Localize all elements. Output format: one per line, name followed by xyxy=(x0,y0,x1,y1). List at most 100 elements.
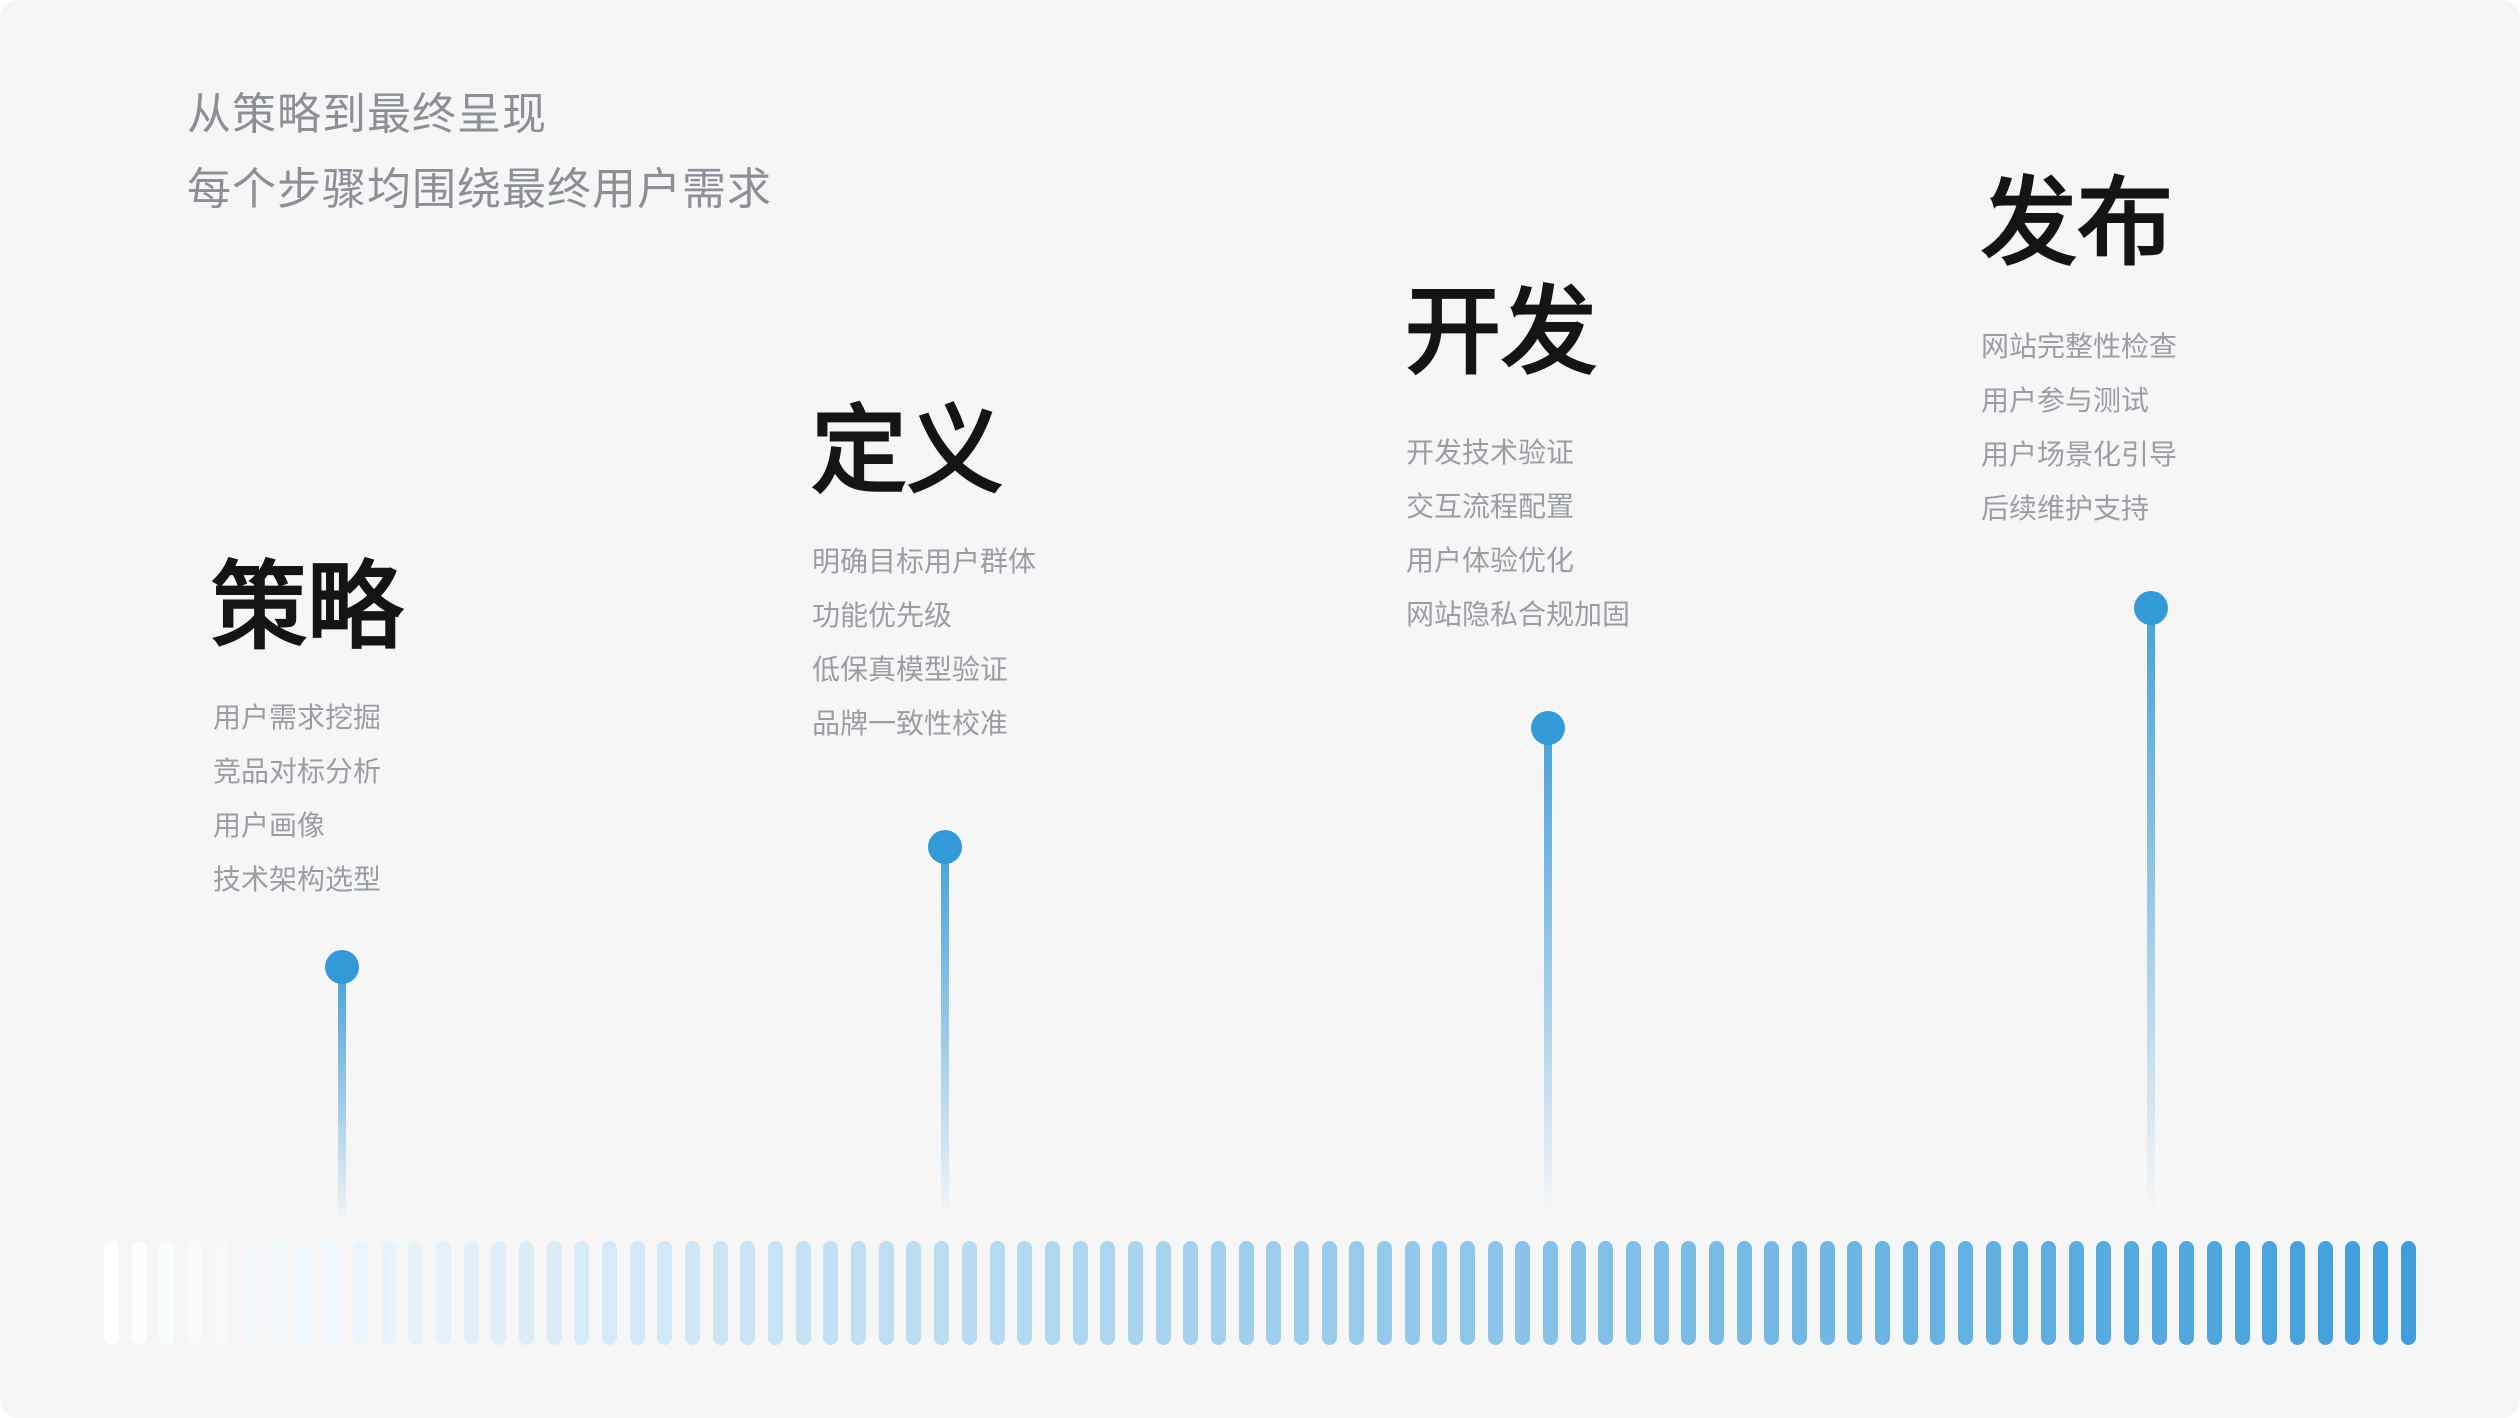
timeline-bar xyxy=(519,1241,535,1345)
timeline-bar xyxy=(906,1241,922,1345)
timeline-bar xyxy=(380,1241,396,1345)
stage-list-strategy: 用户需求挖掘 竞品对标分析 用户画像 技术架构选型 xyxy=(213,691,381,907)
milestone-dot-define xyxy=(928,830,962,864)
timeline-bar xyxy=(270,1241,286,1345)
stage-item: 功能优先级 xyxy=(812,600,953,631)
milestone-stem-develop xyxy=(1544,728,1552,1235)
timeline-bar xyxy=(657,1241,673,1345)
timeline-bar xyxy=(491,1241,507,1345)
timeline-bar xyxy=(989,1241,1005,1345)
timeline-bar xyxy=(2207,1241,2223,1345)
timeline-bar xyxy=(851,1241,867,1345)
stage-title-define: 定义 xyxy=(811,398,1003,505)
timeline-bar xyxy=(574,1241,590,1345)
timeline-bar xyxy=(2096,1241,2112,1345)
stage-item: 用户体验优化 xyxy=(1406,545,1575,576)
stage-item: 竞品对标分析 xyxy=(213,756,382,787)
timeline-bar xyxy=(1155,1241,1171,1345)
timeline-bar xyxy=(104,1241,119,1345)
timeline-bar xyxy=(1764,1241,1780,1345)
timeline-bar xyxy=(629,1241,645,1345)
timeline-bar xyxy=(961,1241,977,1345)
page-title-line1: 从策略到最终呈现 xyxy=(187,90,547,139)
timeline-bar xyxy=(1708,1241,1724,1345)
timeline-bar xyxy=(795,1241,811,1345)
stage-title-develop: 开发 xyxy=(1405,279,1597,386)
stage-item: 网站隐私合规加固 xyxy=(1406,599,1631,630)
timeline-bar xyxy=(1072,1241,1088,1345)
timeline-bar xyxy=(878,1241,894,1345)
milestone-stem-launch xyxy=(2147,608,2155,1235)
timeline-bar xyxy=(1791,1241,1807,1345)
timeline-bar xyxy=(1736,1241,1752,1345)
timeline-bar xyxy=(546,1241,562,1345)
stage-item: 用户需求挖掘 xyxy=(213,702,382,733)
timeline-bar xyxy=(1570,1241,1586,1345)
stage-item: 低保真模型验证 xyxy=(812,654,1009,685)
timeline-bar xyxy=(1542,1241,1558,1345)
stage-item: 用户画像 xyxy=(213,810,326,841)
timeline-bar xyxy=(1819,1241,1835,1345)
timeline-bar xyxy=(214,1241,230,1345)
timeline-bar xyxy=(1653,1241,1669,1345)
milestone-dot-develop xyxy=(1531,711,1565,745)
timeline-bar xyxy=(408,1241,424,1345)
timeline-bar xyxy=(1432,1241,1448,1345)
stage-item: 技术架构选型 xyxy=(213,864,382,895)
page-title-line2: 每个步骤均围绕最终用户需求 xyxy=(187,165,772,214)
timeline-bar xyxy=(602,1241,618,1345)
timeline-bar xyxy=(1958,1241,1974,1345)
timeline-bar xyxy=(1515,1241,1531,1345)
milestone-dot-strategy xyxy=(325,950,359,984)
timeline-bar xyxy=(1321,1241,1337,1345)
timeline-bar-strip xyxy=(104,1241,2416,1345)
timeline-bar xyxy=(2234,1241,2250,1345)
milestone-stem-define xyxy=(941,847,949,1235)
timeline-bar xyxy=(1598,1241,1614,1345)
timeline-bar xyxy=(2290,1241,2306,1345)
timeline-bar xyxy=(2124,1241,2140,1345)
timeline-bar xyxy=(1487,1241,1503,1345)
stage-item: 后续维护支持 xyxy=(1981,493,2150,524)
timeline-bar xyxy=(436,1241,452,1345)
timeline-bar xyxy=(1238,1241,1254,1345)
timeline-bar xyxy=(1625,1241,1641,1345)
stage-item: 网站完整性检查 xyxy=(1981,331,2178,362)
timeline-bar xyxy=(1127,1241,1143,1345)
timeline-bar xyxy=(159,1241,175,1345)
timeline-bar xyxy=(712,1241,728,1345)
timeline-bar xyxy=(1404,1241,1420,1345)
timeline-bar xyxy=(131,1241,147,1345)
timeline-bar xyxy=(2345,1241,2361,1345)
timeline-bar xyxy=(2400,1241,2416,1345)
timeline-bar xyxy=(187,1241,203,1345)
timeline-bar xyxy=(2041,1241,2057,1345)
stage-item: 品牌一致性校准 xyxy=(812,708,1009,739)
stage-item: 用户参与测试 xyxy=(1981,385,2150,416)
timeline-bar xyxy=(463,1241,479,1345)
milestone-stem-strategy xyxy=(338,967,346,1235)
timeline-bar xyxy=(740,1241,756,1345)
page-title: 从策略到最终呈现每个步骤均围绕最终用户需求 xyxy=(187,77,772,227)
timeline-bar xyxy=(1930,1241,1946,1345)
timeline-bar xyxy=(685,1241,701,1345)
timeline-bar xyxy=(242,1241,258,1345)
timeline-bar xyxy=(1349,1241,1365,1345)
stage-title-strategy: 策略 xyxy=(211,554,403,661)
timeline-bar xyxy=(1376,1241,1392,1345)
timeline-bar xyxy=(325,1241,341,1345)
timeline-bar xyxy=(1985,1241,2001,1345)
stage-list-launch: 网站完整性检查 用户参与测试 用户场景化引导 后续维护支持 xyxy=(1981,320,2177,536)
timeline-bar xyxy=(1875,1241,1890,1345)
timeline-bar xyxy=(1459,1241,1475,1345)
timeline-bar xyxy=(353,1241,369,1345)
timeline-bar xyxy=(823,1241,839,1345)
stage-list-develop: 开发技术验证 交互流程配置 用户体验优化 网站隐私合规加固 xyxy=(1406,426,1630,642)
timeline-bar xyxy=(1210,1241,1226,1345)
stage-item: 用户场景化引导 xyxy=(1981,439,2178,470)
timeline-bar xyxy=(1847,1241,1863,1345)
stage-item: 开发技术验证 xyxy=(1406,437,1575,468)
timeline-bar xyxy=(1100,1241,1116,1345)
timeline-bar xyxy=(2373,1241,2389,1345)
